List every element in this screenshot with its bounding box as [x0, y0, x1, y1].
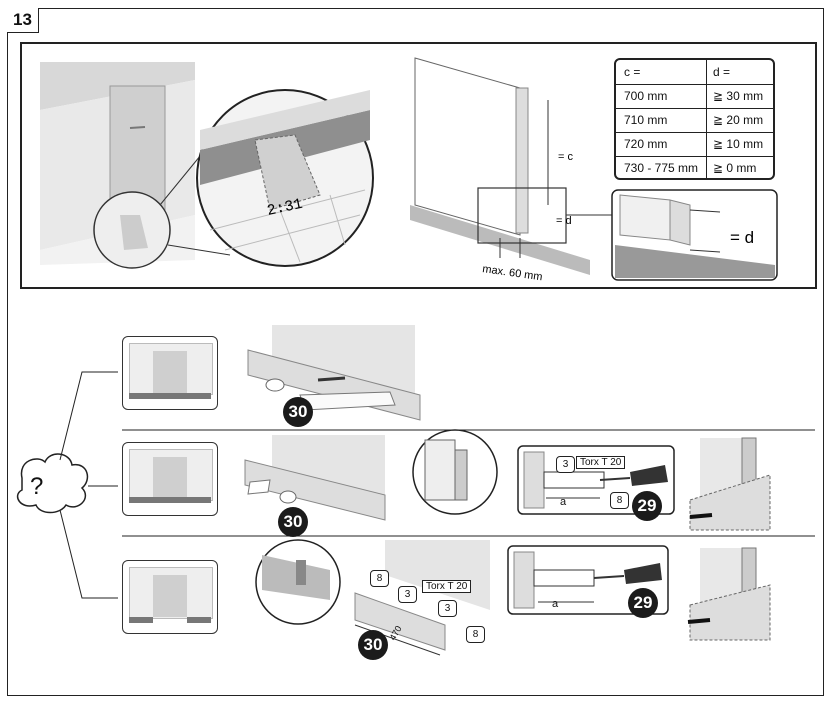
dimension-d-large-label: = d: [730, 228, 754, 247]
part-number-badge: 30: [358, 630, 388, 660]
table-row: 720 mm ≧ 10 mm: [616, 132, 773, 157]
branch-line-3: [59, 509, 118, 599]
row3-plinth-panel: [354, 592, 446, 651]
table-header: c = d =: [616, 60, 773, 85]
row2-plinth-assembly: [244, 435, 386, 521]
option-thumbnail-1: [122, 336, 218, 410]
tool-label: Torx T 20: [422, 580, 472, 593]
branch-line-1: [59, 371, 118, 461]
table-row: 700 mm ≧ 30 mm: [616, 84, 773, 109]
question-cloud: [16, 453, 89, 514]
dimension-a-label: a: [552, 598, 559, 610]
question-mark: ?: [30, 473, 44, 500]
part-number-badge: 30: [278, 507, 308, 537]
instruction-frame: [7, 8, 824, 696]
clip-number-tag: 8: [610, 492, 629, 509]
dimension-c-label: = c: [558, 151, 573, 163]
row1-plinth-assembly: [247, 325, 421, 421]
tool-number-badge: 29: [632, 491, 662, 521]
appliance-side-view: [410, 57, 612, 275]
table-row: 730 - 775 mm ≧ 0 mm: [624, 161, 757, 175]
tool-number-badge: 29: [628, 588, 658, 618]
option-thumbnail-3: [122, 560, 218, 634]
option-thumbnail-2: [122, 442, 218, 516]
screw-number-tag: 3: [398, 586, 417, 603]
screw-number-tag: 3: [556, 456, 575, 473]
screw-number-tag: 3: [438, 600, 457, 617]
clip-number-tag: 8: [370, 570, 389, 587]
clip-number-tag: 8: [466, 626, 485, 643]
step-number: 13: [7, 8, 39, 33]
dimension-table: c = d = 700 mm ≧ 30 mm 710 mm ≧ 20 mm 72…: [614, 58, 775, 180]
dimension-d-small-label: = d: [556, 215, 572, 227]
table-row: 710 mm ≧ 20 mm: [616, 108, 773, 133]
part-number-badge: 30: [283, 397, 313, 427]
tool-label: Torx T 20: [576, 456, 626, 469]
dimension-a-label: a: [560, 496, 567, 508]
table-divider: [706, 60, 707, 178]
